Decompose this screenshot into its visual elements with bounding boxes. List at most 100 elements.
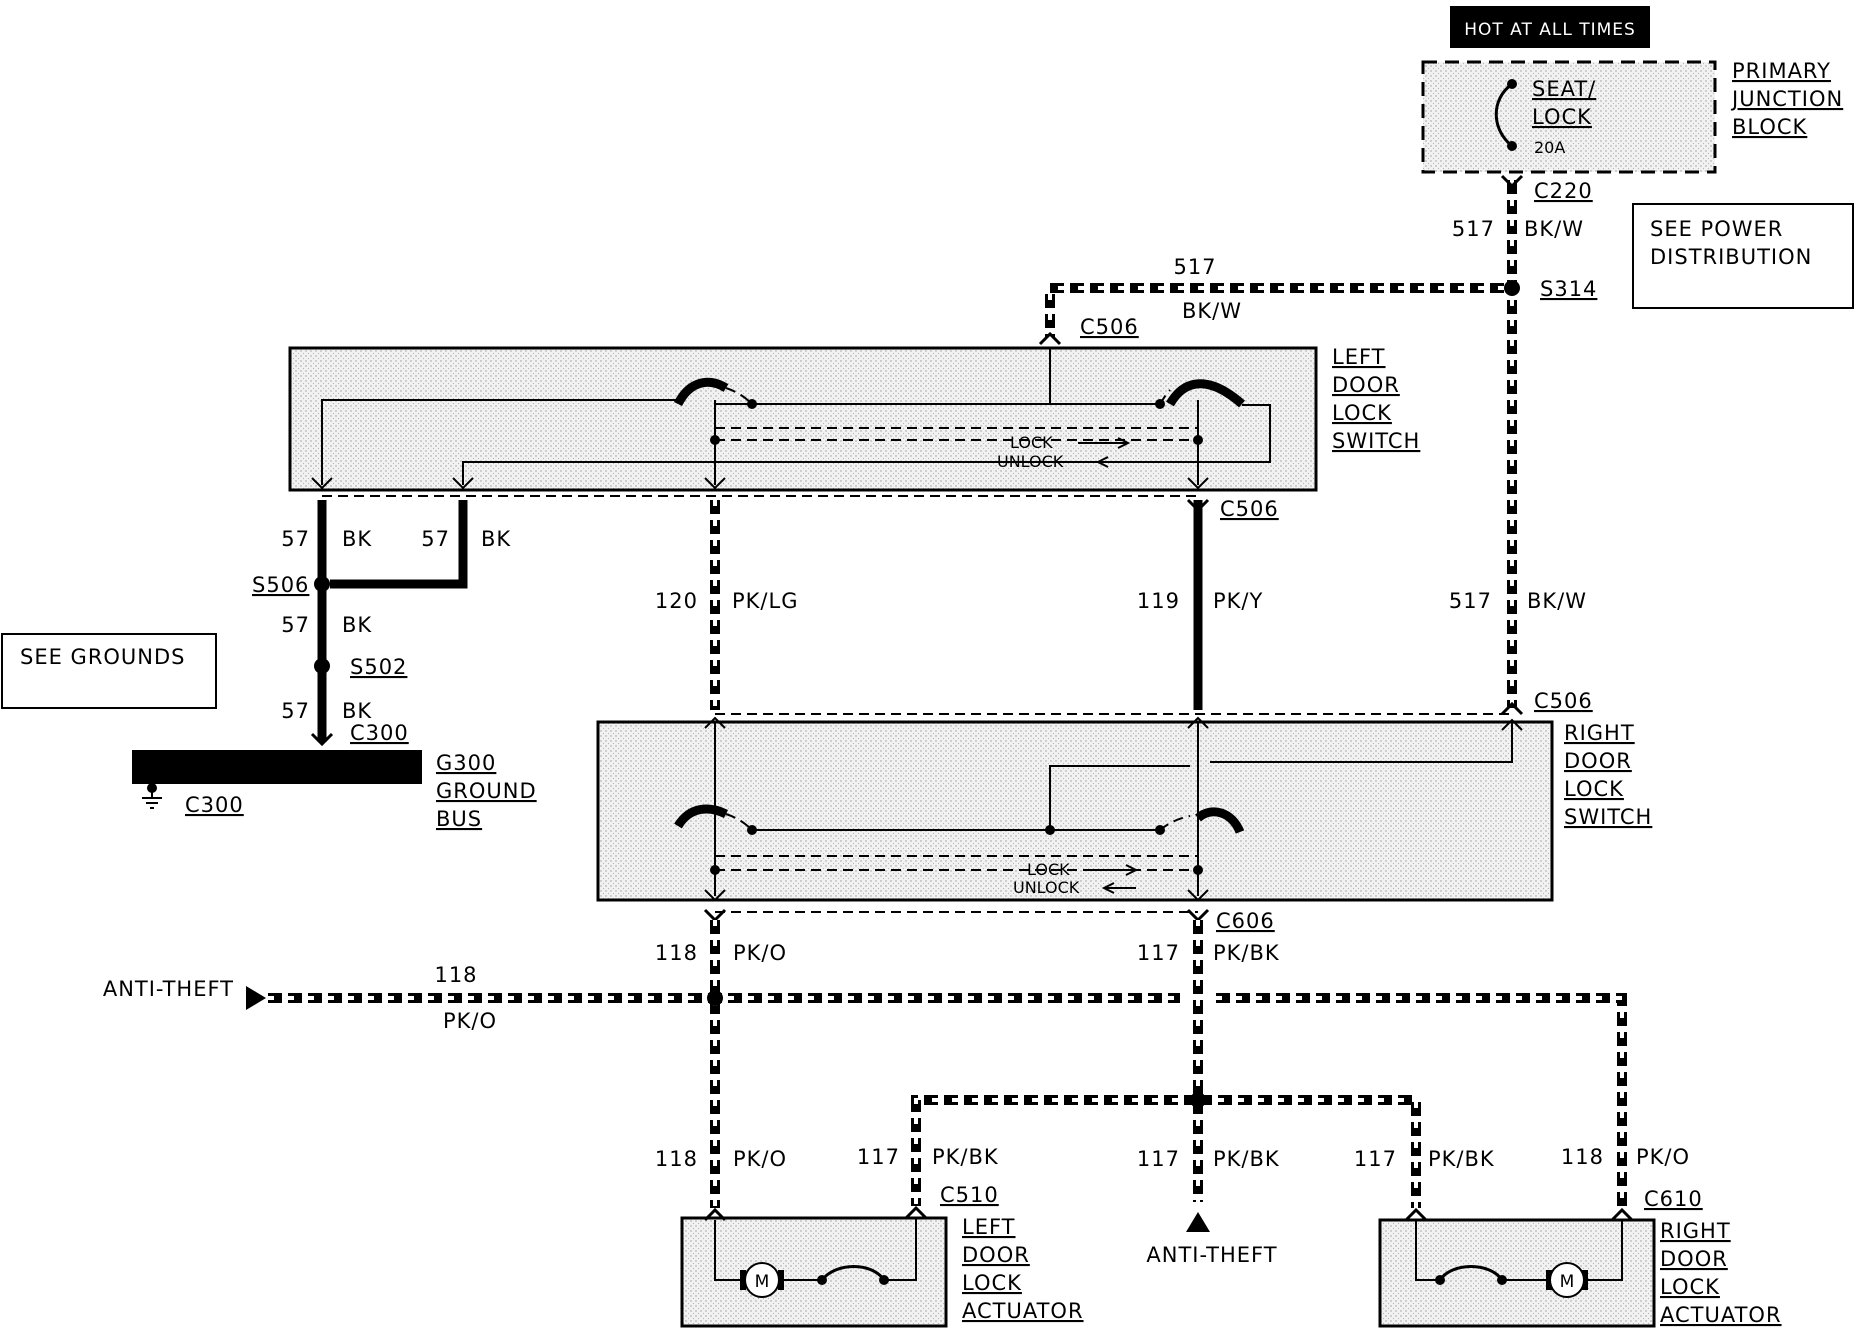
unlock-arrow-right [1101,882,1136,894]
see-power-line2: DISTRIBUTION [1650,245,1812,269]
w117c-color: PK/BK [1213,1147,1280,1171]
w117b-num: 117 [857,1145,900,1169]
junction-block-line2: JUNCTION [1730,87,1843,111]
w118a-color: PK/O [733,941,787,965]
right-door-lock-actuator [1378,1218,1656,1328]
left-switch-line2: DOOR [1332,373,1400,397]
ground-bus-line2: GROUND [436,779,537,803]
wire-517-horizontal [1045,283,1504,338]
w117d-num: 117 [1354,1147,1397,1171]
wire-117-branch [911,1095,1421,1208]
splice-118 [707,990,723,1006]
c220-connector [1500,174,1524,189]
left-actuator-internal [703,1205,928,1285]
w118b-num: 118 [655,1147,698,1171]
left-switch-line3: LOCK [1332,401,1392,425]
w57a-num: 57 [281,527,310,551]
w119-num: 119 [1137,589,1180,613]
ground-symbol-icon [142,783,162,809]
w517-vert-color: BK/W [1524,217,1584,241]
right-switch-lock-label: LOCK [1027,860,1070,879]
left-door-lock-switch [288,346,1318,492]
unlock-arrow-left [1095,456,1128,468]
primary-junction-block [1421,60,1717,174]
c510-label: C510 [940,1183,999,1207]
ground-bus-line3: BUS [436,807,482,831]
s502-label: S502 [350,655,407,679]
svg-text:M: M [1560,1272,1575,1292]
w117a-num: 117 [1137,941,1180,965]
c506-right-label: C506 [1534,689,1593,713]
w120-color: PK/LG [732,589,798,613]
right-switch-line3: LOCK [1564,777,1624,801]
w517-horiz-num: 517 [1173,255,1216,279]
c506-top-connector [1038,331,1062,346]
left-switch-lock-label: LOCK [1010,433,1053,452]
c506-mid-label: C506 [1220,497,1279,521]
w57d-color: BK [342,699,372,723]
w57c-color: BK [342,613,372,637]
w517-low-num: 517 [1449,589,1492,613]
left-switch-line1: LEFT [1332,345,1386,369]
right-motor-icon: M [1546,1262,1588,1298]
right-switch-line1: RIGHT [1564,721,1635,745]
w57c-num: 57 [281,613,310,637]
fuse-name-line1: SEAT/ [1532,77,1596,101]
right-switch-line2: DOOR [1564,749,1632,773]
see-power-line1: SEE POWER [1650,217,1783,241]
w517-vert-num: 517 [1452,217,1495,241]
ground-bus-line1: G300 [436,751,496,775]
right-actuator-line2: DOOR [1660,1247,1728,1271]
s314-splice [1504,280,1520,296]
hot-at-all-times-box [1450,6,1650,48]
w57d-num: 57 [281,699,310,723]
w517-low-color: BK/W [1527,589,1587,613]
w117b-color: PK/BK [932,1145,999,1169]
wire-118-horizontal [268,993,1627,1208]
right-actuator-line3: LOCK [1660,1275,1720,1299]
right-actuator-line4: ACTUATOR [1660,1303,1782,1327]
w117a-color: PK/BK [1213,941,1280,965]
c220-label: C220 [1534,179,1593,203]
right-switch-internal [674,716,1523,902]
c610-label: C610 [1644,1187,1703,1211]
left-switch-unlock-label: UNLOCK [997,452,1064,471]
fuse-link [1494,82,1513,148]
w117c-num: 117 [1137,1147,1180,1171]
w118h-num: 118 [434,963,477,987]
s506-label: S506 [252,573,309,597]
w117d-color: PK/BK [1428,1147,1495,1171]
w120-num: 120 [655,589,698,613]
w118c-num: 118 [1561,1145,1604,1169]
w118h-color: PK/O [443,1009,497,1033]
right-actuator-line1: RIGHT [1660,1219,1731,1243]
left-door-lock-actuator [680,1216,948,1328]
w118c-color: PK/O [1636,1145,1690,1169]
c300-b-label: C300 [185,793,244,817]
fuse-rating: 20A [1534,138,1565,157]
see-grounds-box [1,633,217,709]
anti-theft-left-label: ANTI-THEFT [103,977,234,1001]
anti-theft-bottom-label: ANTI-THEFT [1146,1243,1277,1267]
anti-theft-bottom-arrow-icon [1186,1212,1210,1232]
splice-117 [1190,1092,1206,1108]
fuse-name-line2: LOCK [1532,105,1592,129]
see-grounds-label: SEE GROUNDS [20,645,186,669]
junction-block-line3: BLOCK [1732,115,1808,139]
w118a-num: 118 [655,941,698,965]
w517-horiz-color: BK/W [1182,299,1242,323]
w119-color: PK/Y [1213,589,1263,613]
right-switch-unlock-label: UNLOCK [1013,878,1080,897]
lock-arrow-right [1092,864,1139,876]
hot-at-all-times-label: HOT AT ALL TIMES [1464,20,1636,40]
c506-top-label: C506 [1080,315,1139,339]
w57b-num: 57 [421,527,450,551]
s314-label: S314 [1540,277,1597,301]
left-switch-internal [311,348,1271,490]
w118b-color: PK/O [733,1147,787,1171]
lock-arrow-left [1078,437,1131,449]
right-actuator-internal [1404,1207,1634,1285]
see-power-distribution-box [1632,203,1854,309]
left-actuator-line2: DOOR [962,1243,1030,1267]
